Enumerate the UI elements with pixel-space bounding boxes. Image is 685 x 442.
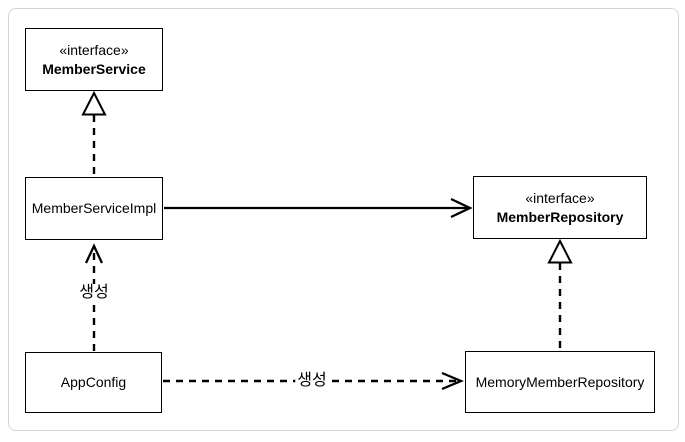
app-config-name: AppConfig bbox=[60, 374, 127, 390]
node-member-service: «interface» MemberService bbox=[25, 28, 163, 91]
member-service-impl-name: MemberServiceImpl bbox=[31, 200, 157, 216]
hollow-triangle-arrowhead-up-memberrepository bbox=[547, 238, 573, 264]
open-arrowhead-up-memberserviceimpl bbox=[84, 243, 104, 264]
member-repository-stereotype: «interface» bbox=[525, 189, 595, 206]
member-service-name: MemberService bbox=[42, 60, 146, 77]
edge-label-create-horizontal: 생성 bbox=[295, 372, 329, 390]
open-arrowhead-right-memberrepository bbox=[450, 197, 473, 219]
open-arrowhead-right-memorymemberrepository bbox=[441, 371, 464, 391]
node-memory-member-repository: MemoryMemberRepository bbox=[465, 351, 655, 413]
hollow-triangle-arrowhead-up-memberservice bbox=[81, 90, 107, 116]
node-member-repository: «interface» MemberRepository bbox=[473, 176, 647, 239]
node-app-config: AppConfig bbox=[25, 352, 162, 413]
member-repository-name: MemberRepository bbox=[496, 208, 624, 225]
member-service-stereotype: «interface» bbox=[59, 41, 129, 58]
memory-member-repository-name: MemoryMemberRepository bbox=[475, 373, 645, 390]
edge-label-create-vertical: 생성 bbox=[77, 284, 111, 302]
node-member-service-impl: MemberServiceImpl bbox=[25, 177, 163, 240]
